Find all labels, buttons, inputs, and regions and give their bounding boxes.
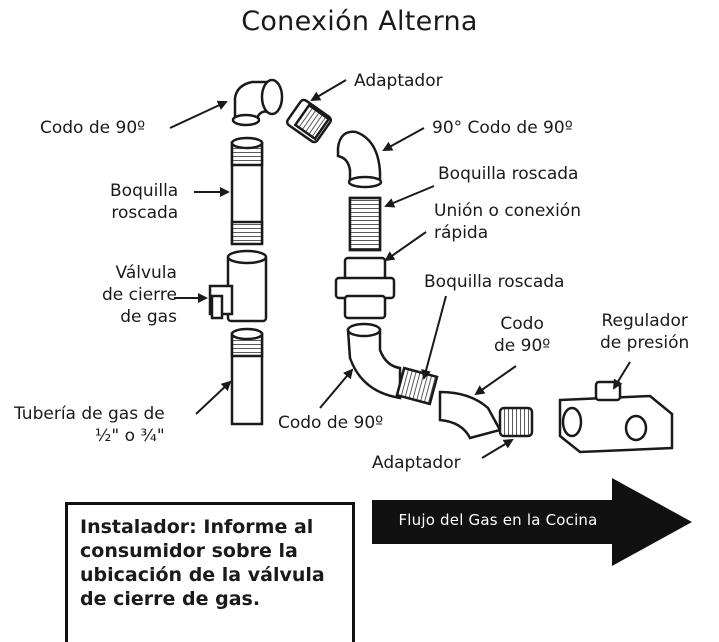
left-pipe-assembly [208,78,284,426]
label-elbow-mid: Codo de 90º [494,314,551,356]
right-pipe-assembly [285,98,674,454]
gas-flow-arrow [372,478,692,566]
label-union: Unión o conexión rápida [434,201,581,243]
label-nipple-right-top: Boquilla roscada [438,164,579,184]
nipple-right-mid-part [395,366,439,406]
flow-arrow-shape [372,478,692,566]
arrow-elbow-bottom [319,368,354,409]
diagram-title: Conexión Alterna [241,6,478,37]
label-arrows [169,79,631,459]
label-elbow-bottom: Codo de 90º [278,413,384,433]
label-nipple-right-mid: Boquilla roscada [424,272,565,292]
label-elbow-top-left: Codo de 90º [40,118,146,138]
elbow-top-right-part [336,130,382,184]
label-valve: Válvula de cierre de gas [102,263,177,327]
flow-label: Flujo del Gas en la Cocina [398,511,598,529]
elbow-mid-part [346,328,402,400]
union-part [343,256,387,282]
arrow-gas-pipe [195,380,232,415]
label-regulator: Regulador de presión [600,311,690,353]
arrow-nipple-right-top [384,185,435,208]
arrow-union [384,231,427,262]
installer-note: Instalador: Informe al consumidor sobre … [65,502,355,642]
label-adapter-top: Adaptador [354,71,443,91]
label-nipple-left: Boquilla roscada [110,181,179,223]
regulator-part [558,394,674,454]
arrow-elbow-top-right [382,127,425,151]
arrow-elbow-mid [474,365,517,396]
arrow-nipple-right-mid [421,295,447,380]
elbow-bottom-part [438,390,502,440]
label-elbow-top-right: 90° Codo de 90º [432,118,573,138]
arrow-regulator [612,361,631,390]
arrow-adapter-bottom [481,438,514,459]
arrow-elbow-top-left [169,100,228,129]
arrow-adapter-top [310,79,347,102]
label-gas-pipe: Tubería de gas de ½" o ¾" [14,404,165,446]
label-adapter-bottom: Adaptador [372,453,461,473]
valve-body-part [226,253,268,323]
elbow-top-left-end [260,78,284,116]
adapter-bottom-part [498,406,534,438]
